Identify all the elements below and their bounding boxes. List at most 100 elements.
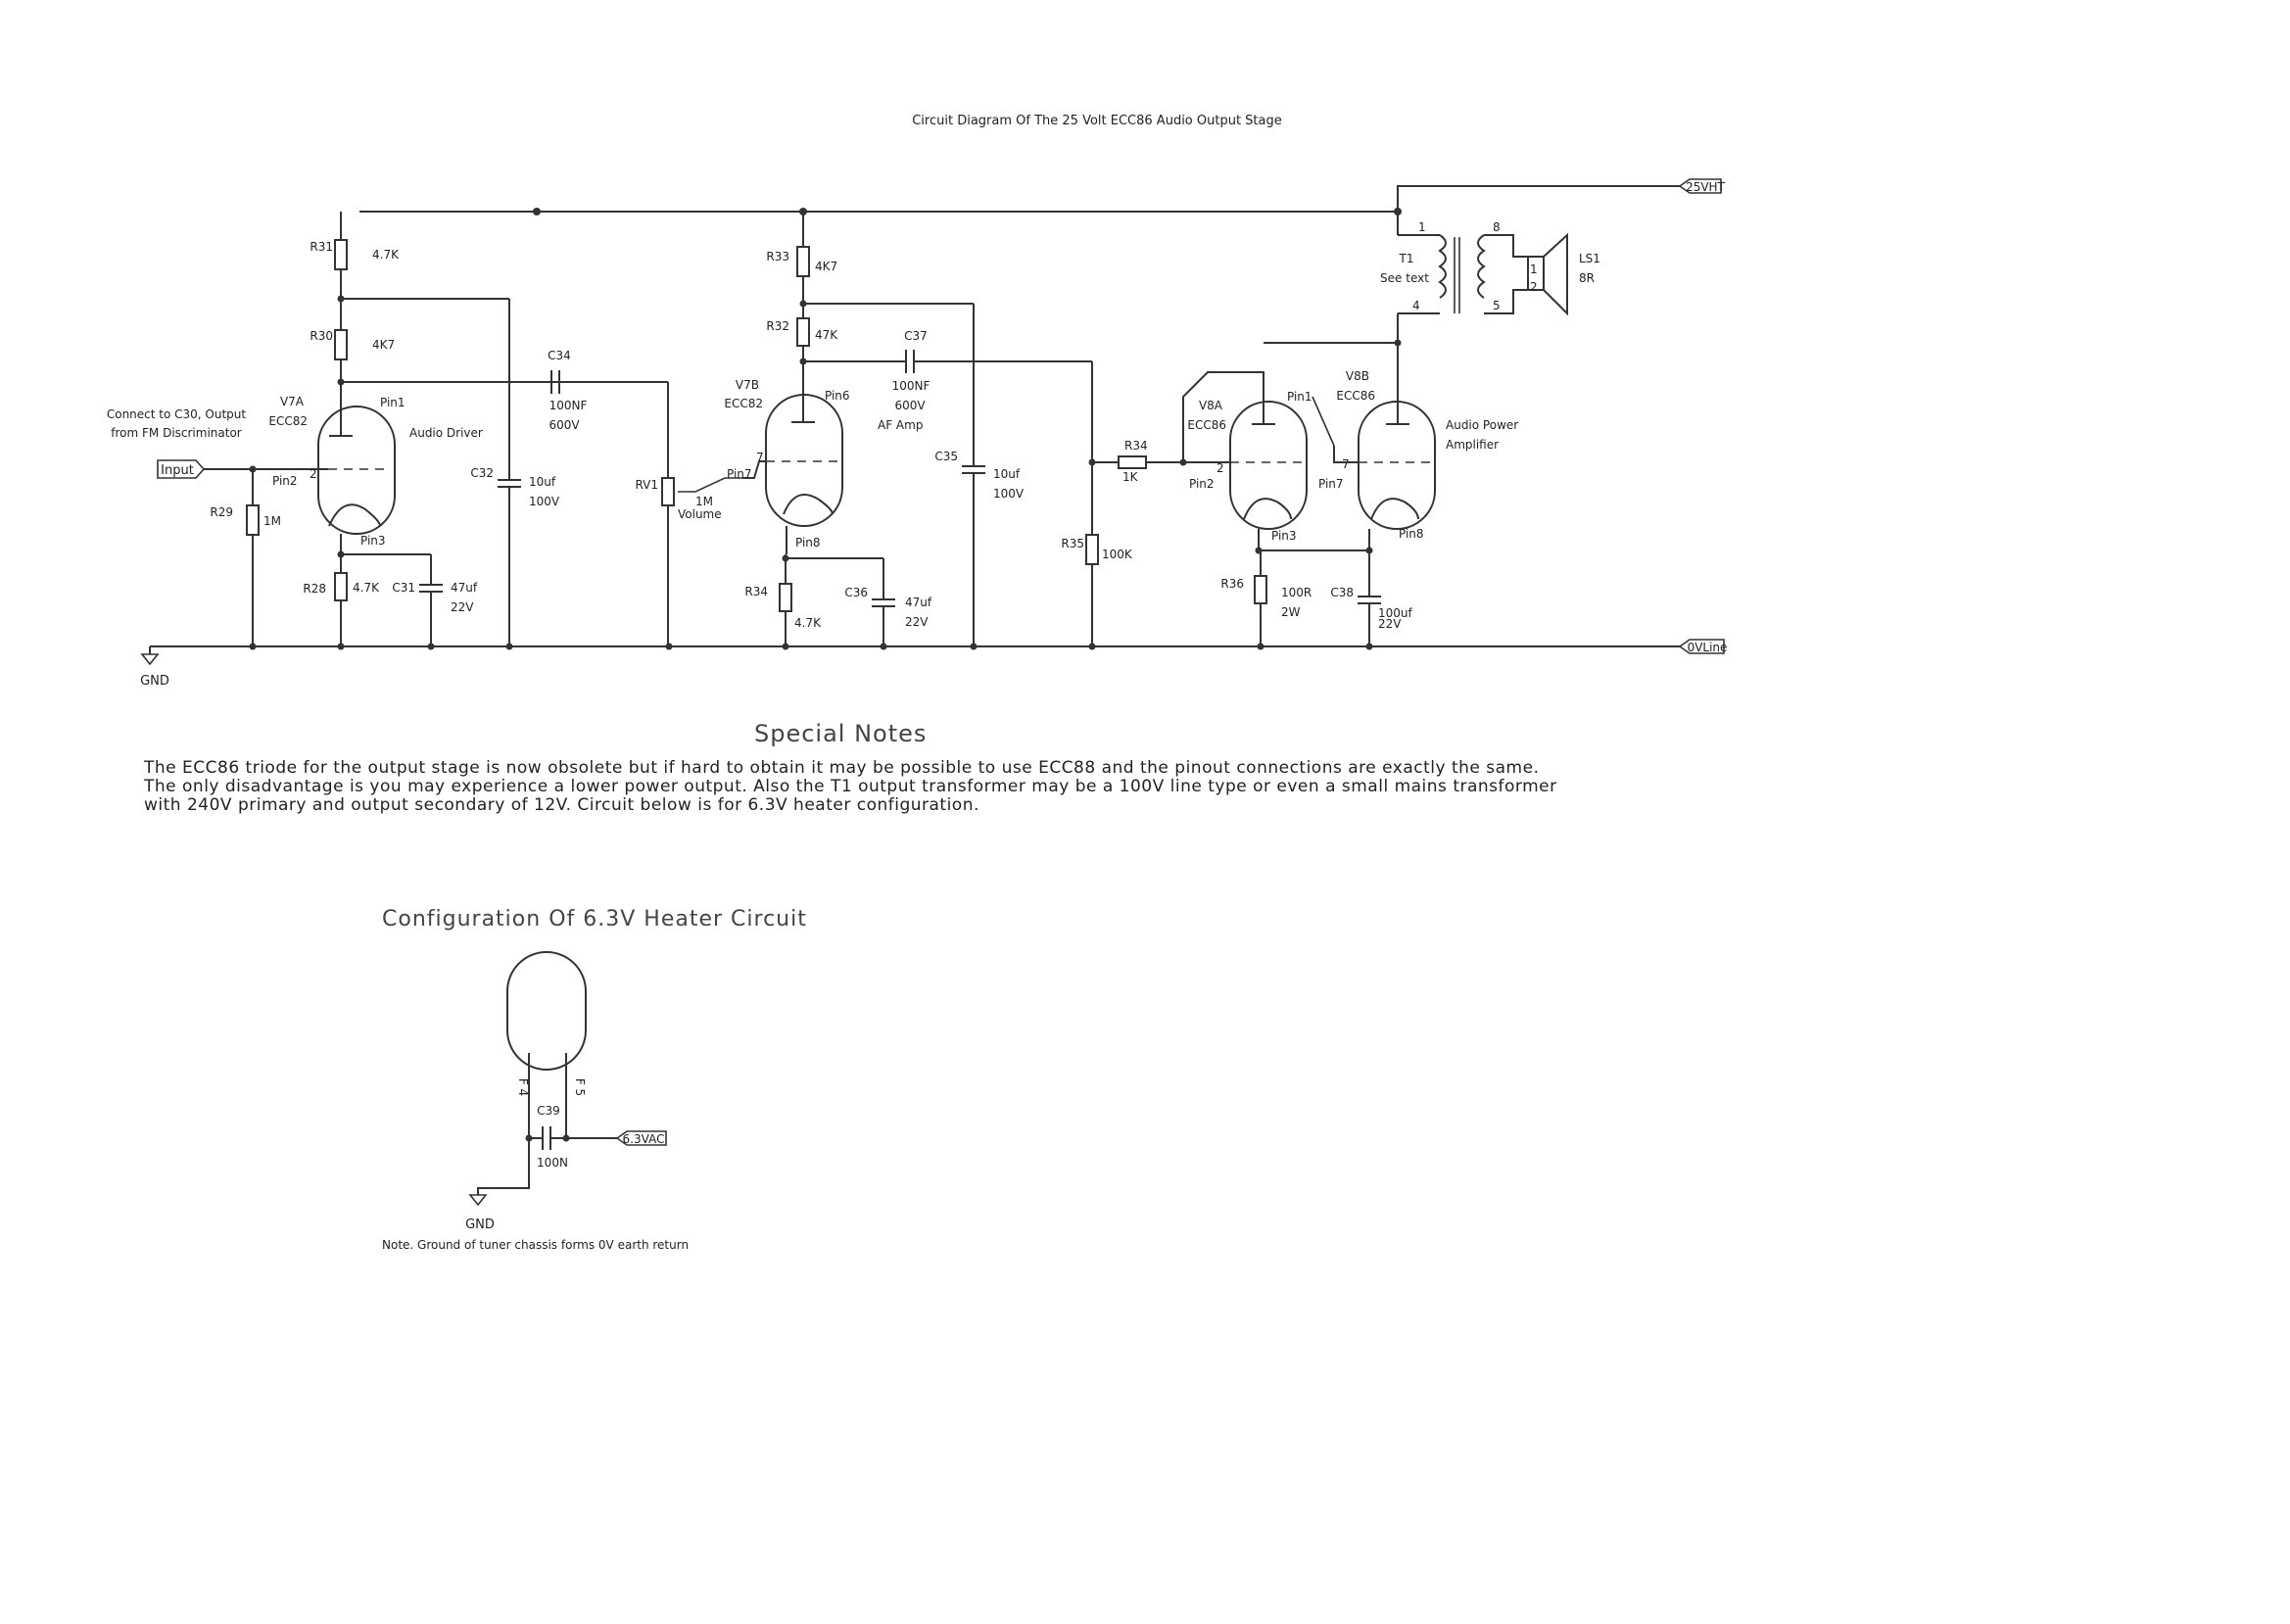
resistor-r33: R33 4K7 <box>766 212 837 304</box>
hv-net-label: 25VHT <box>1678 178 1726 194</box>
zero-volt-net-label: 0VLine <box>1678 639 1728 654</box>
v8a-grid-num: 2 <box>1217 461 1224 475</box>
tube-v8b: V8B ECC86 Audio Power Amplifier Pin8 Pin… <box>1318 343 1518 550</box>
capacitor-c34: C34 100NF 600V <box>548 349 587 432</box>
c32-value2: 100V <box>529 495 560 508</box>
v7a-pin-cathode: Pin3 <box>360 534 386 548</box>
special-notes-body: The ECC86 triode for the output stage is… <box>144 759 1613 815</box>
tube-v7b: V7B ECC82 AF Amp Pin6 Pin7 7 Pin8 <box>724 378 923 554</box>
resistor-r29: R29 1M <box>210 469 281 646</box>
v8a-pin-cathode: Pin3 <box>1271 529 1297 543</box>
special-notes-line: The only disadvantage is you may experie… <box>144 777 1557 796</box>
c36-value2: 22V <box>905 615 929 629</box>
v8b-function1: Audio Power <box>1446 418 1518 432</box>
c38-value1: 100uf <box>1378 606 1413 620</box>
v8a-pin-grid: Pin2 <box>1189 477 1215 491</box>
r34b-ref: R34 <box>1124 439 1148 453</box>
v7a-pin-anode: Pin1 <box>380 396 406 409</box>
v8a-type: ECC86 <box>1187 418 1226 432</box>
v7b-function: AF Amp <box>878 418 923 432</box>
gnd-label: GND <box>140 674 169 689</box>
r31-value: 4.7K <box>372 248 400 262</box>
resistor-r30: R30 4K7 <box>310 299 395 402</box>
c31-ref: C31 <box>392 581 415 595</box>
r36-value1: 100R <box>1281 586 1312 599</box>
input-port-text: Input <box>161 463 194 478</box>
c38-value2: 22V <box>1378 617 1402 631</box>
ls1-ref: LS1 <box>1579 252 1600 265</box>
tube-v8a: V8A ECC86 Pin1 Pin2 2 Pin3 <box>1187 390 1312 550</box>
t1-value: See text <box>1380 271 1429 285</box>
capacitor-c37: C37 100NF 600V <box>892 329 930 412</box>
capacitor-c38: C38 100uf 22V <box>1330 550 1413 646</box>
r29-ref: R29 <box>210 505 233 519</box>
hv-rail <box>359 185 1680 215</box>
t1-ref: T1 <box>1399 252 1414 265</box>
input-port: Input <box>157 459 206 479</box>
resistor-r35: R35 100K <box>1061 534 1133 646</box>
c36-value1: 47uf <box>905 596 932 609</box>
resistor-r28: R28 4.7K <box>303 554 380 646</box>
zero-volt-rail <box>140 643 1680 666</box>
v8a-pin-anode: Pin1 <box>1287 390 1312 404</box>
resistor-r31: R31 4.7K <box>310 212 400 299</box>
r29-value: 1M <box>263 514 281 528</box>
r34b-value: 1K <box>1122 470 1139 484</box>
v7b-pin-anode: Pin6 <box>825 389 850 403</box>
c39-ref: C39 <box>537 1104 560 1118</box>
r35-ref: R35 <box>1061 537 1084 550</box>
resistor-r36: R36 100R 2W <box>1220 550 1312 646</box>
heater-footnote: Note. Ground of tuner chassis forms 0V e… <box>382 1238 689 1252</box>
v8b-type: ECC86 <box>1336 389 1375 403</box>
v8b-ref: V8B <box>1346 369 1369 383</box>
input-note-line2: from FM Discriminator <box>111 426 242 440</box>
v7a-pin-grid: Pin2 <box>272 474 298 488</box>
t1-pin8: 8 <box>1493 220 1501 234</box>
speaker-icon: 1 2 LS1 8R <box>1527 232 1600 316</box>
v8b-grid-num: 7 <box>1342 457 1350 471</box>
transformer-t1: 1 4 8 5 T1 See text <box>1380 212 1528 343</box>
resistor-r34-grid: R34 1K <box>1118 439 1148 484</box>
c34-value2: 600V <box>549 418 580 432</box>
t1-pin1: 1 <box>1418 220 1426 234</box>
ls1-pin2: 2 <box>1530 280 1538 294</box>
capacitor-c31: C31 47uf 22V <box>392 554 478 646</box>
v7b-pin-grid: Pin7 <box>727 467 752 481</box>
v7b-ref: V7B <box>736 378 759 392</box>
heater-gnd-label: GND <box>465 1218 495 1232</box>
v7b-grid-num: 7 <box>756 451 764 464</box>
c37-value1: 100NF <box>892 379 930 393</box>
v8a-ref: V8A <box>1199 399 1223 412</box>
zero-volt-net-text: 0VLine <box>1688 641 1728 654</box>
heater-tube-icon: F 4 F 5 <box>506 951 587 1141</box>
c31-value2: 22V <box>451 600 474 614</box>
c36-ref: C36 <box>844 586 868 599</box>
heater-net-text: 6.3VAC <box>623 1132 665 1146</box>
ls1-pin1: 1 <box>1530 263 1538 276</box>
r34a-ref: R34 <box>744 585 768 598</box>
r36-ref: R36 <box>1220 577 1244 591</box>
r32-ref: R32 <box>766 319 789 333</box>
t1-pin4: 4 <box>1412 299 1420 312</box>
v7a-grid-num: 2 <box>310 467 317 481</box>
r28-ref: R28 <box>303 582 326 596</box>
capacitor-c39: C39 100N <box>529 1104 568 1170</box>
c39-value: 100N <box>537 1156 568 1170</box>
c34-ref: C34 <box>548 349 571 362</box>
heater-net-label: 6.3VAC <box>615 1130 667 1146</box>
c35-value2: 100V <box>993 487 1025 501</box>
r34a-value: 4.7K <box>794 616 822 630</box>
capacitor-c32: C32 10uf 100V <box>470 466 560 646</box>
heater-pin-f1: F 4 <box>516 1078 530 1096</box>
heater-heading: Configuration Of 6.3V Heater Circuit <box>382 907 807 931</box>
c32-value1: 10uf <box>529 475 556 489</box>
r33-ref: R33 <box>766 250 789 263</box>
r30-value: 4K7 <box>372 338 395 352</box>
heater-pin-f2: F 5 <box>573 1078 587 1096</box>
r33-value: 4K7 <box>815 260 837 273</box>
c37-ref: C37 <box>904 329 928 343</box>
v8b-pin-anode: Pin8 <box>1399 527 1424 541</box>
c38-ref: C38 <box>1330 586 1354 599</box>
r32-value: 47K <box>815 328 838 342</box>
v8b-pin-grid: Pin7 <box>1318 477 1344 491</box>
